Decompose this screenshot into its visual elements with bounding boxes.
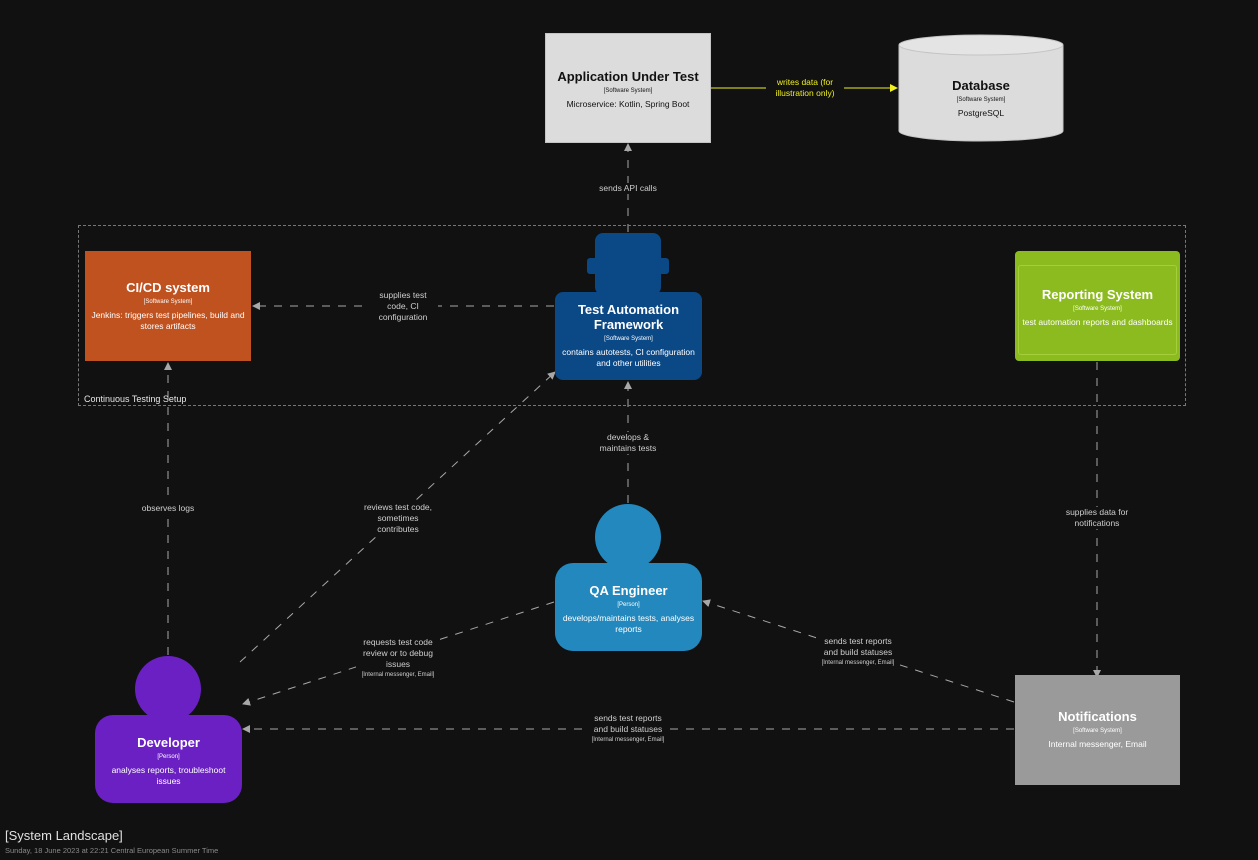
edge-label-text: writes data (for illustration only) [775,77,835,98]
node-type: [Software System] [143,299,193,305]
node-description: contains autotests, CI configuration and… [562,347,695,368]
boundary-label: Continuous Testing Setup [84,394,187,404]
node-application-under-test[interactable]: Application Under Test [Software System]… [545,33,711,143]
node-qa-engineer[interactable]: QA Engineer [Person] develops/maintains … [555,563,702,651]
node-type: [Software System] [1073,306,1122,312]
node-title: Developer [137,735,200,750]
edge-develops-label: develops & maintains tests [591,432,665,454]
edge-supplies-label: supplies test code, CI configuration [368,290,438,323]
node-type: [Software System] [956,97,1006,103]
node-title: Database [952,78,1010,93]
edge-label-text: sends test reports and build statuses [593,713,663,734]
edge-label-text: supplies data for notifications [1065,507,1129,528]
node-title: QA Engineer [589,583,668,598]
edge-label-text: develops & maintains tests [599,432,657,453]
edge-label-text: sends test reports and build statuses [823,636,893,657]
edge-requests-label: requests test code review or to debug is… [356,637,440,680]
edge-label-text: requests test code review or to debug is… [363,637,433,669]
node-description: Microservice: Kotlin, Spring Boot [566,99,690,109]
edge-writes-label: writes data (for illustration only) [766,77,844,99]
node-description: PostgreSQL [957,108,1005,118]
node-type: [Software System] [603,88,653,94]
edge-sends-dev-label: sends test reports and build statuses [I… [586,713,670,745]
node-type: [Software System] [1073,728,1122,734]
node-title: CI/CD system [126,280,210,295]
edge-technology: [Internal messenger, Email] [821,660,895,666]
node-developer[interactable]: Developer [Person] analyses reports, tro… [95,715,242,803]
edge-sends-qa-label: sends test reports and build statuses [I… [816,636,900,668]
node-type: [Software System] [604,336,653,342]
edge-label-text: observes logs [141,503,195,513]
continuous-testing-boundary [78,225,1186,406]
reporting-window-frame: Reporting System [Software System] test … [1018,265,1177,355]
node-title: Reporting System [1041,287,1154,302]
edge-technology: [Internal messenger, Email] [591,737,665,743]
developer-head-icon [135,656,201,722]
edge-api-label: sends API calls [599,183,657,194]
node-reporting-system[interactable]: Reporting System [Software System] test … [1015,251,1180,361]
node-title: Application Under Test [557,69,699,84]
node-cicd-system[interactable]: CI/CD system [Software System] Jenkins: … [85,251,251,361]
node-description: develops/maintains tests, analyses repor… [562,613,695,634]
node-description: test automation reports and dashboards [1022,317,1173,327]
node-database[interactable]: Database [Software System] PostgreSQL [899,78,1063,128]
edge-label-text: sends API calls [599,183,657,193]
node-title: Notifications [1058,709,1137,724]
node-title: Test Automation Framework [577,302,680,332]
node-type: [Person] [157,754,180,760]
node-notifications[interactable]: Notifications [Software System] Internal… [1015,675,1180,785]
edge-label-text: supplies test code, CI configuration [378,290,428,322]
edge-label-text: reviews test code, sometimes contributes [363,502,433,534]
node-description: Internal messenger, Email [1048,739,1147,749]
node-test-automation-framework[interactable]: Test Automation Framework [Software Syst… [555,292,702,380]
node-description: analyses reports, troubleshoot issues [111,765,226,786]
edge-reviews-label: reviews test code, sometimes contributes [356,502,440,535]
diagram-title: [System Landscape] [5,828,123,843]
qa-engineer-head-icon [595,504,661,570]
edge-technology: [Internal messenger, Email] [361,672,435,678]
node-description: Jenkins: triggers test pipelines, build … [91,310,245,331]
diagram-timestamp: Sunday, 18 June 2023 at 22:21 Central Eu… [5,846,219,855]
node-type: [Person] [617,602,640,608]
edge-observes-label: observes logs [141,503,195,514]
edge-supdata-label: supplies data for notifications [1057,507,1137,529]
database-cylinder-shape [898,34,1064,142]
taf-robot-head-shape [587,233,669,295]
